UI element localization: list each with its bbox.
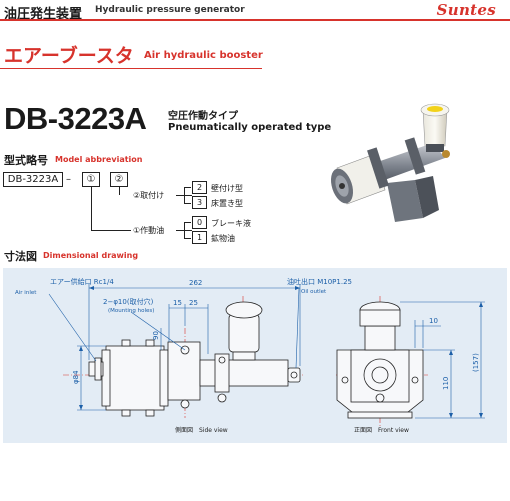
dimensional-drawing-heading: 寸法図	[4, 250, 37, 263]
oil-outlet-label-en: Oil outlet	[301, 289, 327, 295]
mounting-option-code: 2	[192, 181, 207, 194]
dim-90: 90	[152, 331, 160, 340]
dim-15: 15	[173, 299, 182, 307]
connector-line	[184, 222, 185, 238]
model-number: DB-3223A	[4, 101, 147, 136]
model-abbreviation-heading: 型式略号	[4, 154, 48, 167]
connector-line	[91, 187, 92, 231]
side-view-caption-en: Side view	[199, 427, 228, 434]
dim-157: (157)	[472, 353, 480, 372]
operation-type-jp: 空圧作動タイプ	[168, 111, 238, 122]
mounting-option-code: 3	[192, 196, 207, 209]
mounting-holes-label: 2−φ10(取付穴)	[103, 297, 154, 306]
mounting-holes-label-en: (Mounting holes)	[108, 308, 154, 314]
dimensional-drawing: エアー供給口 Rc1/4 Air inlet 油吐出口 M10P1.25 Oil…	[15, 277, 485, 434]
fluid-option-code: 0	[192, 216, 207, 229]
mounting-label: ②取付け	[133, 191, 165, 200]
dim-25: 25	[189, 299, 198, 307]
header-divider	[0, 19, 510, 21]
product-illustration	[330, 103, 450, 222]
mounting-option-desc: 床置き型	[211, 199, 243, 208]
connector-line	[91, 230, 131, 231]
front-view-caption-en: Front view	[378, 427, 409, 434]
connector-line	[184, 187, 185, 204]
brand-logo: Suntes	[436, 1, 496, 19]
air-inlet-label-en: Air inlet	[15, 290, 37, 296]
dim-10: 10	[429, 317, 438, 325]
dim-phi84: φ84	[72, 370, 80, 384]
model-slot-2: ②	[110, 172, 128, 187]
model-dash: –	[66, 174, 71, 185]
connector-line	[184, 222, 191, 223]
side-view-caption: 側面図	[175, 426, 193, 434]
mounting-option-desc: 壁付け型	[211, 184, 243, 193]
product-name-en: Air hydraulic booster	[144, 50, 263, 61]
fluid-label: ①作動油	[133, 226, 165, 235]
dim-110: 110	[442, 377, 450, 390]
model-abbreviation-heading-en: Model abbreviation	[55, 155, 143, 164]
title-divider	[0, 68, 262, 69]
model-slot-1: ①	[82, 172, 100, 187]
dimensional-drawing-area: エアー供給口 Rc1/4 Air inlet 油吐出口 M10P1.25 Oil…	[3, 268, 507, 443]
air-inlet-label: エアー供給口 Rc1/4	[50, 277, 114, 286]
page-header: 油圧発生装置 Hydraulic pressure generator Sunt…	[0, 0, 510, 22]
model-base-box: DB-3223A	[3, 172, 63, 187]
product-name-jp: エアーブースタ	[4, 45, 134, 67]
connector-line	[119, 187, 120, 195]
dimensional-drawing-heading-en: Dimensional drawing	[43, 251, 139, 260]
connector-line	[184, 238, 191, 239]
header-title-jp: 油圧発生装置	[4, 7, 83, 22]
front-view-caption: 正面図	[354, 427, 372, 434]
dim-262: 262	[189, 279, 202, 287]
fluid-option-code: 1	[192, 231, 207, 244]
fluid-option-desc: ブレーキ液	[211, 219, 251, 228]
operation-type-en: Pneumatically operated type	[168, 122, 332, 133]
connector-line	[184, 187, 191, 188]
fluid-option-desc: 鉱物油	[211, 234, 235, 243]
connector-line	[184, 203, 191, 204]
oil-outlet-label: 油吐出口 M10P1.25	[287, 277, 352, 286]
header-title-en: Hydraulic pressure generator	[95, 5, 245, 15]
